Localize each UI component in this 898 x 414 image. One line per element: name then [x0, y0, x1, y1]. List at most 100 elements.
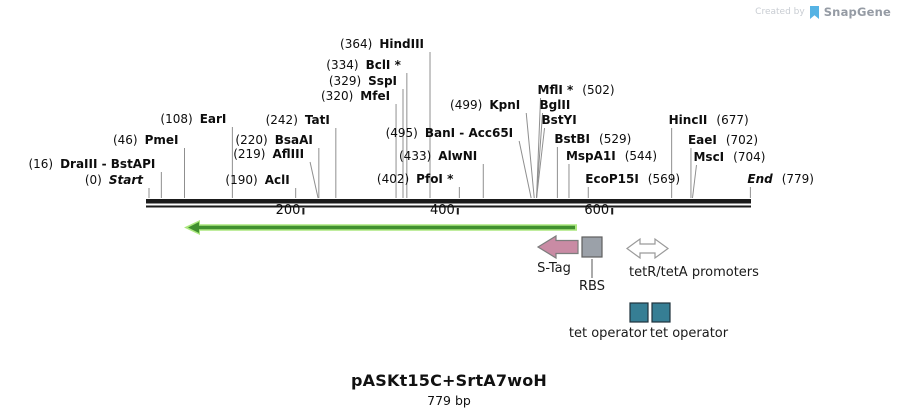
enzyme-name: MfeI: [360, 89, 391, 103]
title-block: pASKt15C+SrtA7woH 779 bp: [0, 371, 898, 408]
enzyme-name: HindIII: [379, 37, 425, 51]
enzyme-position: (320): [321, 89, 354, 103]
enzyme-label-bstyi[interactable]: BstYI: [542, 113, 577, 127]
enzyme-leader-line-msci: [691, 164, 697, 199]
enzyme-name: EcoP15I: [585, 172, 639, 186]
enzyme-position: (364): [340, 37, 373, 51]
enzyme-position: (544): [624, 149, 658, 163]
watermark: Created by SnapGene: [755, 5, 891, 19]
watermark-brand[interactable]: SnapGene: [823, 5, 891, 19]
enzyme-label-afliii[interactable]: (219) AflIII: [233, 147, 304, 161]
enzyme-position: (502): [582, 83, 615, 97]
enzyme-name: BstYI: [541, 113, 577, 127]
enzyme-leader-line-bstyi: [536, 127, 546, 199]
stag-arrow-shape[interactable]: [536, 234, 579, 260]
enzyme-position: (433): [399, 149, 432, 163]
enzyme-name: PmeI: [144, 133, 179, 147]
enzyme-name: AclI: [264, 173, 290, 187]
rbs-label[interactable]: RBS: [579, 279, 605, 294]
rbs-box[interactable]: [581, 236, 603, 258]
promoter-arrow-shape[interactable]: [625, 237, 670, 260]
enzyme-position: (495): [385, 126, 418, 140]
enzyme-name: SspI: [368, 74, 397, 88]
enzyme-name: BsaAI: [274, 133, 313, 147]
enzyme-label-hincii[interactable]: HincII (677): [669, 113, 749, 127]
enzyme-position: (108): [160, 112, 193, 126]
enzyme-label-kpni[interactable]: (499) KpnI: [450, 98, 520, 112]
enzyme-label-bcli[interactable]: (334) BclI *: [326, 58, 401, 72]
enzyme-label-pmei[interactable]: (46) PmeI: [113, 133, 179, 147]
axis-tick-label-200: 200: [275, 203, 301, 218]
enzyme-name: BanI - Acc65I: [424, 126, 514, 140]
enzyme-position: (329): [328, 74, 362, 88]
enzyme-label-bani-acc65i[interactable]: (495) BanI - Acc65I: [386, 126, 514, 140]
enzyme-label-eari[interactable]: (108) EarI: [160, 112, 226, 126]
plasmid-title: pASKt15C+SrtA7woH: [351, 371, 547, 390]
enzyme-position: (704): [733, 150, 766, 164]
enzyme-label-msci[interactable]: MscI (704): [693, 150, 765, 164]
enzyme-position: (16): [28, 157, 54, 171]
enzyme-position: (0): [84, 173, 102, 187]
enzyme-name: Start: [108, 173, 143, 187]
enzyme-leader-line-bglii: [536, 112, 544, 199]
tet-operator-box-2[interactable]: [651, 302, 671, 323]
enzyme-name: BclI *: [365, 58, 401, 72]
enzyme-name: AflIII: [272, 147, 305, 161]
tet-operator-label-2[interactable]: tet operator: [649, 326, 729, 341]
enzyme-label-start[interactable]: (0) Start: [85, 173, 143, 187]
enzyme-name: MscI: [693, 150, 725, 164]
stag-label[interactable]: S-Tag: [537, 261, 571, 276]
enzyme-position: (46): [112, 133, 138, 147]
enzyme-position: (219): [233, 147, 266, 161]
enzyme-label-bsaai[interactable]: (220) BsaAI: [235, 133, 312, 147]
enzyme-position: (402): [376, 172, 410, 186]
tet-operator-box-1[interactable]: [629, 302, 649, 323]
snapgene-logo-icon: [809, 5, 820, 19]
enzyme-name: EarI: [199, 112, 227, 126]
plasmid-length: 779 bp: [427, 393, 471, 408]
tet-operator-label-1[interactable]: tet operator: [568, 326, 648, 341]
enzyme-label-acli[interactable]: (190) AclI: [225, 173, 289, 187]
enzyme-label-end[interactable]: End(779): [747, 172, 814, 186]
enzyme-position: (779): [781, 172, 814, 186]
enzyme-label-eaei[interactable]: EaeI(702): [688, 133, 758, 147]
enzyme-position: (190): [225, 173, 258, 187]
enzyme-label-mfei[interactable]: (320) MfeI: [321, 89, 390, 103]
enzyme-label-mspa1i[interactable]: MspA1I(544): [566, 149, 657, 163]
enzyme-label-pfoi[interactable]: (402) PfoI *: [377, 172, 453, 186]
enzyme-name: PfoI *: [416, 172, 454, 186]
enzyme-position: (220): [235, 133, 268, 147]
enzyme-name: KpnI: [489, 98, 521, 112]
watermark-created-by: Created by: [755, 7, 805, 17]
enzyme-position: (499): [450, 98, 483, 112]
enzyme-name: HincII: [668, 113, 708, 127]
enzyme-label-tati[interactable]: (242)TatI: [266, 113, 330, 127]
enzyme-name: EaeI: [687, 133, 717, 147]
enzyme-position: (529): [599, 132, 632, 146]
enzyme-position: (334): [326, 58, 359, 72]
enzyme-label-alwni[interactable]: (433) AlwNI: [399, 149, 477, 163]
enzyme-position: (569): [647, 172, 681, 186]
enzyme-leader-line-mfli: [536, 97, 542, 199]
enzyme-name: AlwNI: [438, 149, 478, 163]
enzyme-leader-line-bani-acc65i: [518, 140, 532, 199]
enzyme-name: BglII: [539, 98, 571, 112]
cds-arrow-core[interactable]: [188, 222, 575, 233]
axis-tick-label-600: 600: [584, 203, 610, 218]
enzyme-position: (677): [716, 113, 749, 127]
enzyme-label-draiii-bstapi[interactable]: (16) DraIII - BstAPI: [28, 157, 155, 171]
enzyme-label-ecop15i[interactable]: EcoP15I (569): [585, 172, 680, 186]
enzyme-leader-line-kpni: [525, 112, 535, 199]
enzyme-position: (242): [265, 113, 298, 127]
enzyme-label-hindiii[interactable]: (364) HindIII: [340, 37, 424, 51]
promoter-label[interactable]: tetR/tetA promoters: [629, 265, 759, 280]
enzyme-label-sspi[interactable]: (329) SspI: [329, 74, 397, 88]
axis-tick-label-400: 400: [429, 203, 455, 218]
enzyme-label-bstbi[interactable]: BstBI (529): [554, 132, 631, 146]
enzyme-name: DraIII - BstAPI: [60, 157, 156, 171]
enzyme-name: BstBI: [554, 132, 591, 146]
enzyme-label-mfli[interactable]: MflI *(502): [538, 83, 615, 97]
enzyme-label-bglii[interactable]: BglII: [540, 98, 571, 112]
